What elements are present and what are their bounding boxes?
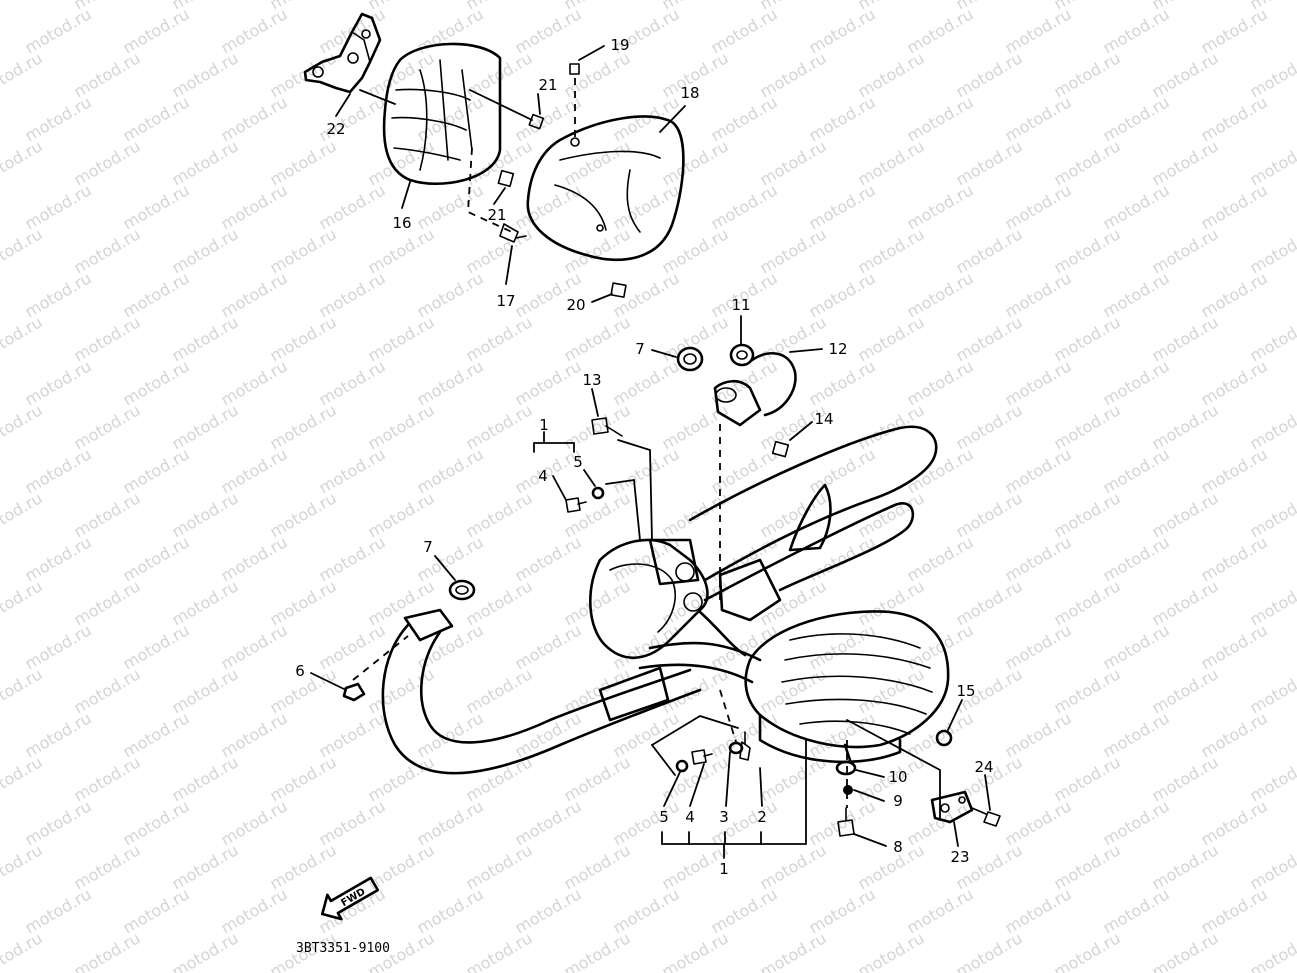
- assembly-lines: [352, 420, 941, 821]
- callout-3: 3: [719, 808, 729, 826]
- watermark-text: motod.ru: [659, 928, 732, 973]
- grommet-part-20: [610, 282, 627, 298]
- watermark-text: motod.ru: [0, 752, 46, 805]
- watermark-text: motod.ru: [1247, 928, 1297, 973]
- nut-part-14: [771, 440, 790, 458]
- muffler-tube-upper: [688, 425, 938, 602]
- gasket-part-7-lower: [448, 579, 476, 601]
- watermark-text: motod.ru: [1247, 312, 1297, 365]
- watermark-text: motod.ru: [1149, 928, 1222, 973]
- callout-21-lower: 21: [487, 206, 506, 224]
- watermark-text: motod.ru: [0, 0, 46, 13]
- watermark-text: motod.ru: [1247, 752, 1297, 805]
- callout-12: 12: [828, 340, 847, 358]
- watermark-text: motod.ru: [0, 224, 46, 277]
- exhaust-pipe-front: [381, 608, 702, 775]
- watermark-text: motod.ru: [0, 840, 46, 893]
- watermark-text: motod.ru: [0, 400, 46, 453]
- watermark-text: motod.ru: [1247, 664, 1297, 717]
- callout-10: 10: [888, 768, 907, 786]
- callout-9: 9: [893, 792, 903, 810]
- washer-part-9: [843, 785, 853, 795]
- bracket-part-22: [303, 12, 382, 94]
- callout-18: 18: [680, 84, 699, 102]
- callout-24: 24: [974, 758, 993, 776]
- bolt-part-17: [467, 147, 527, 243]
- callout-7-upper: 7: [635, 340, 645, 358]
- watermark-text: motod.ru: [0, 312, 46, 365]
- watermark-text: motod.ru: [757, 928, 830, 973]
- exhaust-elbow-part-12: [713, 351, 797, 427]
- watermark-text: motod.ru: [0, 488, 46, 541]
- muffler-body-lower: [744, 610, 950, 764]
- watermark-text: motod.ru: [0, 136, 46, 189]
- nut-part-6: [342, 682, 366, 702]
- watermark-text: motod.ru: [1051, 928, 1124, 973]
- callout-6: 6: [295, 662, 305, 680]
- watermark-text: motod.ru: [463, 928, 536, 973]
- filter-cover-part-18: [526, 115, 685, 262]
- callout-13: 13: [582, 371, 601, 389]
- watermark-text: motod.ru: [953, 928, 1026, 973]
- washer-part-3: [728, 741, 744, 755]
- bolt-part-24: [971, 807, 1001, 827]
- watermark-text: motod.ru: [0, 664, 46, 717]
- grommet-part-15: [935, 729, 953, 747]
- watermark-text: motod.ru: [1247, 400, 1297, 453]
- watermark-text: motod.ru: [0, 928, 46, 973]
- gasket-part-11: [729, 343, 755, 367]
- callout-4-lower: 4: [685, 808, 695, 826]
- leader-lines: [310, 45, 991, 847]
- watermark-text: motod.ru: [1247, 224, 1297, 277]
- collector-part-1: [589, 538, 782, 659]
- callout-2: 2: [757, 808, 767, 826]
- watermark-text: motod.ru: [71, 928, 144, 973]
- callout-14: 14: [814, 410, 833, 428]
- callout-bracket-1-lower: [661, 739, 807, 859]
- callout-5-lower: 5: [659, 808, 669, 826]
- bolt-part-4-upper: [565, 497, 587, 513]
- watermark-text: motod.ru: [169, 928, 242, 973]
- washer-part-5-lower: [675, 759, 689, 773]
- callout-4-upper: 4: [538, 467, 548, 485]
- callout-1-lower: 1: [719, 860, 729, 878]
- callout-7-lower: 7: [423, 538, 433, 556]
- nut-part-21-lower: [497, 169, 515, 188]
- callout-labels: 22 16 21 21 19 18 20 17 7 11 12 14 13 1 …: [295, 36, 993, 878]
- watermark-text: motod.ru: [1247, 488, 1297, 541]
- callout-bracket-1-upper: [533, 431, 575, 453]
- callout-15: 15: [956, 682, 975, 700]
- watermark-text: motod.ru: [0, 48, 46, 101]
- bracket-part-23: [930, 790, 974, 824]
- callout-16: 16: [392, 214, 411, 232]
- watermark-text: motod.ru: [1247, 136, 1297, 189]
- watermark-text: motod.ru: [1247, 840, 1297, 893]
- washer-part-5-upper: [591, 478, 641, 541]
- watermark-text: motod.ru: [0, 576, 46, 629]
- bolt-part-4-lower: [691, 749, 713, 765]
- watermark-text: motod.ru: [1247, 48, 1297, 101]
- watermark-text: motod.ru: [1247, 576, 1297, 629]
- bolt-part-13: [591, 417, 653, 541]
- filter-case-part-16: [382, 42, 502, 186]
- diagram-code: 3BT3351-9100: [296, 941, 390, 956]
- callout-8: 8: [893, 838, 903, 856]
- callout-20: 20: [566, 296, 585, 314]
- callout-5-upper: 5: [573, 453, 583, 471]
- callout-19: 19: [610, 36, 629, 54]
- watermark-text: motod.ru: [855, 928, 928, 973]
- inner-pipes: [638, 610, 762, 684]
- callout-17: 17: [496, 292, 515, 310]
- gasket-part-7-upper: [676, 346, 704, 372]
- callout-11: 11: [731, 296, 750, 314]
- callout-21-upper: 21: [538, 76, 557, 94]
- washer-part-10: [835, 760, 857, 776]
- callout-23: 23: [950, 848, 969, 866]
- callout-22: 22: [326, 120, 345, 138]
- callout-1-upper: 1: [539, 416, 549, 434]
- watermark-text: motod.ru: [561, 928, 634, 973]
